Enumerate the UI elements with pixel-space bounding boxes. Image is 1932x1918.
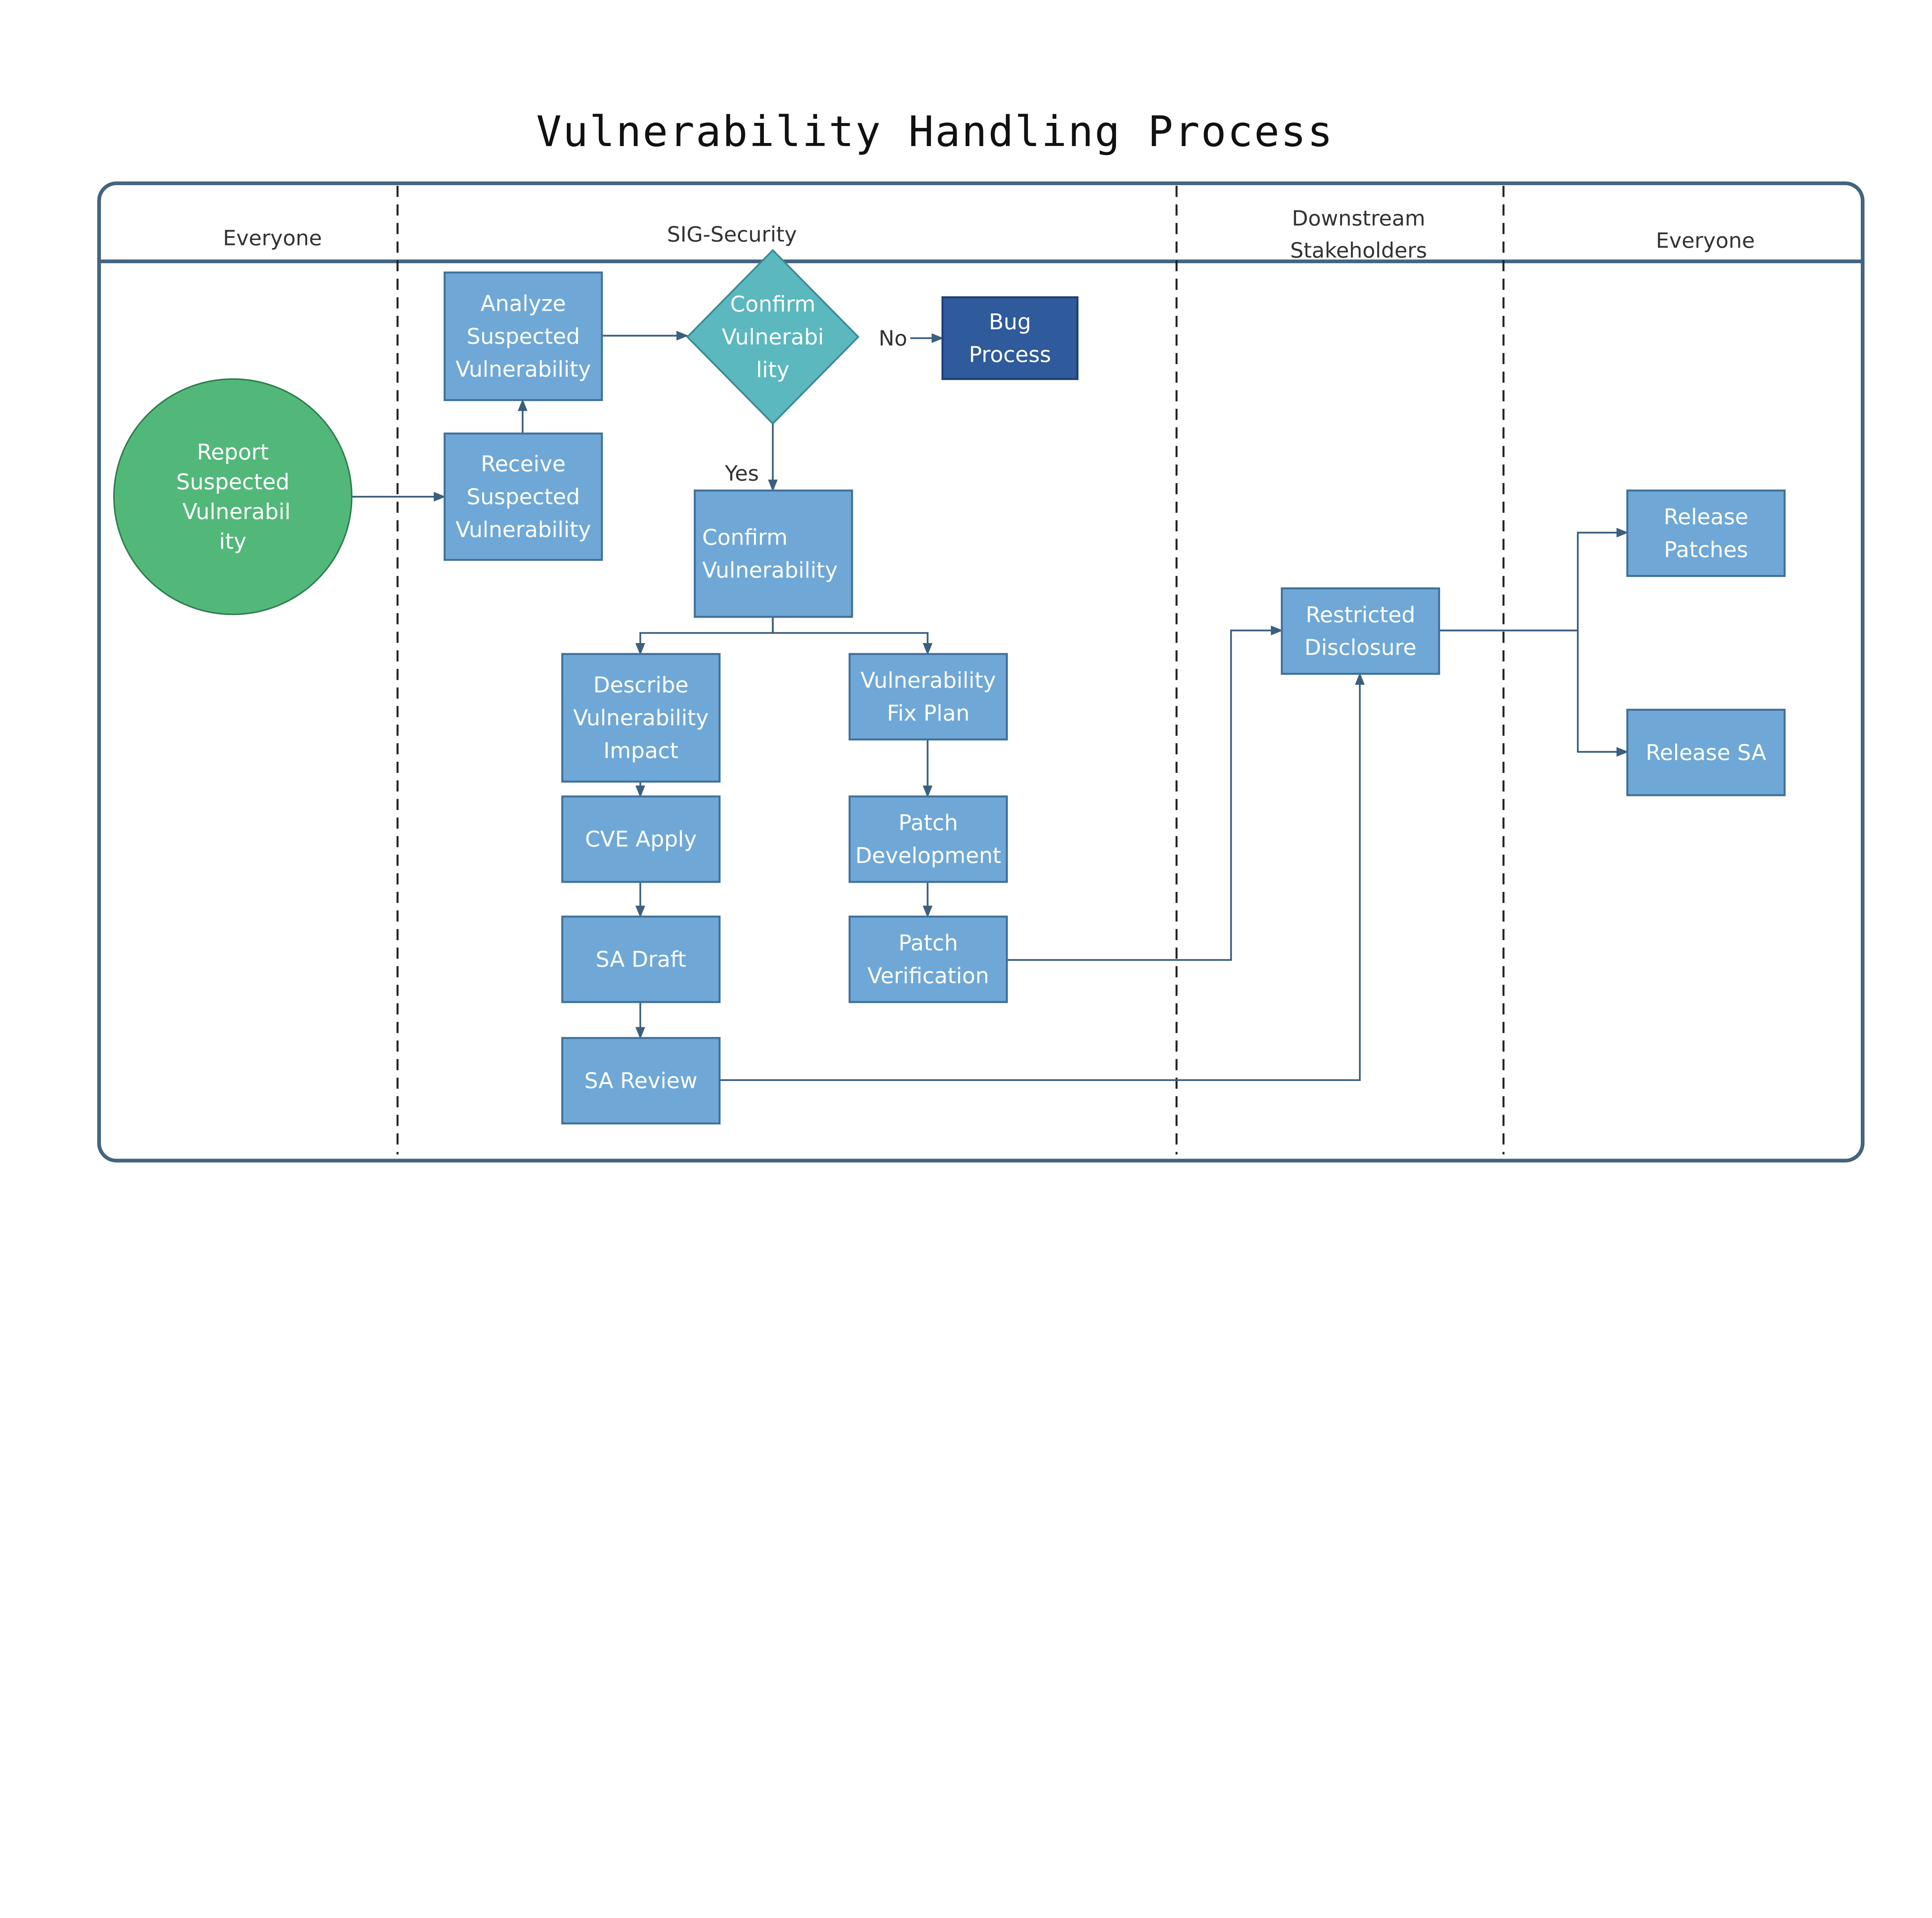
node-label: Patch <box>898 931 958 956</box>
node-label: SA Review <box>584 1069 697 1094</box>
lane-header-label: Everyone <box>223 226 322 250</box>
node-label: CVE Apply <box>585 827 697 852</box>
lane-header-label: Everyone <box>1656 228 1755 253</box>
node-label: Analyze <box>481 291 566 316</box>
edge-restricted-to-release-patches <box>1439 528 1629 631</box>
node-label: Impact <box>604 739 679 764</box>
node-label: Verification <box>867 963 989 989</box>
edge-sa-review-to-restricted <box>719 672 1365 1081</box>
node-label: Patches <box>1664 538 1748 563</box>
node-label: Fix Plan <box>887 701 969 726</box>
node-label: Confirm <box>730 292 815 317</box>
node-label: Vulnerabi <box>722 325 824 350</box>
node-label: Restricted <box>1306 602 1415 628</box>
edge-label-no: No <box>879 326 907 351</box>
node-label: Vulnerability <box>456 357 591 382</box>
edge-confirm-to-fix-plan <box>772 617 933 655</box>
edge-restricted-to-release-sa <box>1439 630 1629 757</box>
node-cve[interactable]: CVE Apply <box>561 795 721 883</box>
edge-label-yes: Yes <box>724 461 759 486</box>
lane-header-label: Stakeholders <box>1290 238 1427 263</box>
node-label: Development <box>855 843 1001 868</box>
node-label: lity <box>756 357 789 383</box>
node-label: Suspected <box>176 470 289 495</box>
node-label: Release SA <box>1646 740 1766 765</box>
node-label: Receive <box>481 452 566 477</box>
swimlane-frame <box>97 181 1865 1163</box>
node-label: Vulnerabil <box>182 499 291 524</box>
node-label: Disclosure <box>1304 635 1417 660</box>
edge-patch-ver-to-restricted <box>1007 625 1283 961</box>
node-label: Vulnerability <box>456 517 591 542</box>
node-label: Vulnerability <box>573 706 709 731</box>
lane-header-label: SIG-Security <box>667 222 797 247</box>
diagram-title: Vulnerability Handling Process <box>536 107 1334 156</box>
node-label: Patch <box>898 810 958 836</box>
node-release-sa[interactable]: Release SA <box>1626 708 1786 796</box>
node-label: Suspected <box>466 324 580 349</box>
lane-header-label: Downstream <box>1292 206 1425 230</box>
node-label: Vulnerability <box>861 668 996 693</box>
node-label: ity <box>219 529 247 554</box>
node-label: Release <box>1663 505 1748 530</box>
node-label: Bug <box>989 310 1031 335</box>
edge-confirm-to-describe <box>635 617 774 655</box>
node-label: Report <box>197 440 269 465</box>
node-label: Suspected <box>466 484 580 509</box>
node-label: Confirm <box>702 525 787 550</box>
node-label: Vulnerability <box>702 558 838 583</box>
node-label: Process <box>969 342 1051 368</box>
node-sa-draft[interactable]: SA Draft <box>561 916 721 1003</box>
node-sa-review[interactable]: SA Review <box>561 1037 721 1125</box>
node-label: Describe <box>593 673 688 698</box>
node-label: SA Draft <box>596 947 686 972</box>
